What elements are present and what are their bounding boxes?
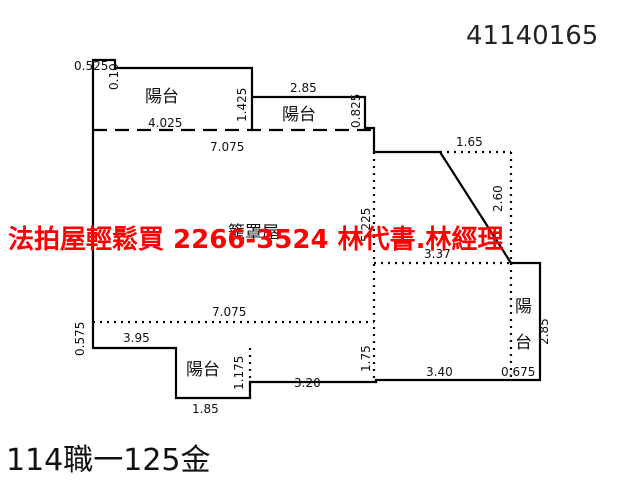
dim-label: 2.85 <box>537 318 551 345</box>
dim-label: 4.025 <box>148 116 182 130</box>
dim-label: 1.175 <box>232 356 246 390</box>
dim-label: 0.825 <box>349 94 363 128</box>
dim-label: 3.20 <box>294 376 321 390</box>
case-id: 41140165 <box>466 21 598 51</box>
dim-label: 0.525 <box>74 59 108 73</box>
room-balcony-bottom: 陽台 <box>186 360 220 380</box>
dim-label: 2.60 <box>491 185 505 212</box>
dim-label: 7.075 <box>210 140 244 154</box>
dim-label: 1.65 <box>456 135 483 149</box>
dim-label: 0.675 <box>501 365 535 379</box>
room-balcony-right-2: 台 <box>515 333 532 353</box>
dim-label: 2.85 <box>290 81 317 95</box>
room-balcony-top-left: 陽台 <box>145 87 179 107</box>
dim-label: 5.225 <box>359 208 373 242</box>
room-balcony-right-1: 陽 <box>515 297 532 317</box>
dim-label: 1.425 <box>235 88 249 122</box>
dim-label: 3.95 <box>123 331 150 345</box>
dim-label: 1.75 <box>359 345 373 372</box>
survey-reference: 114職一125金 <box>6 443 211 478</box>
dim-label: 0.575 <box>73 322 87 356</box>
dim-label: 7.075 <box>212 305 246 319</box>
dim-label: 3.37 <box>424 247 451 261</box>
dim-label: 1.85 <box>192 402 219 416</box>
room-balcony-top-mid: 陽台 <box>282 105 316 125</box>
advert-overlay: 法拍屋輕鬆買 2266-3524 林代書.林經理 <box>8 224 504 255</box>
dim-label: 0.10 <box>107 63 121 90</box>
room-main-hall: 籠罩屋 <box>228 222 279 243</box>
dim-label: 3.40 <box>426 365 453 379</box>
